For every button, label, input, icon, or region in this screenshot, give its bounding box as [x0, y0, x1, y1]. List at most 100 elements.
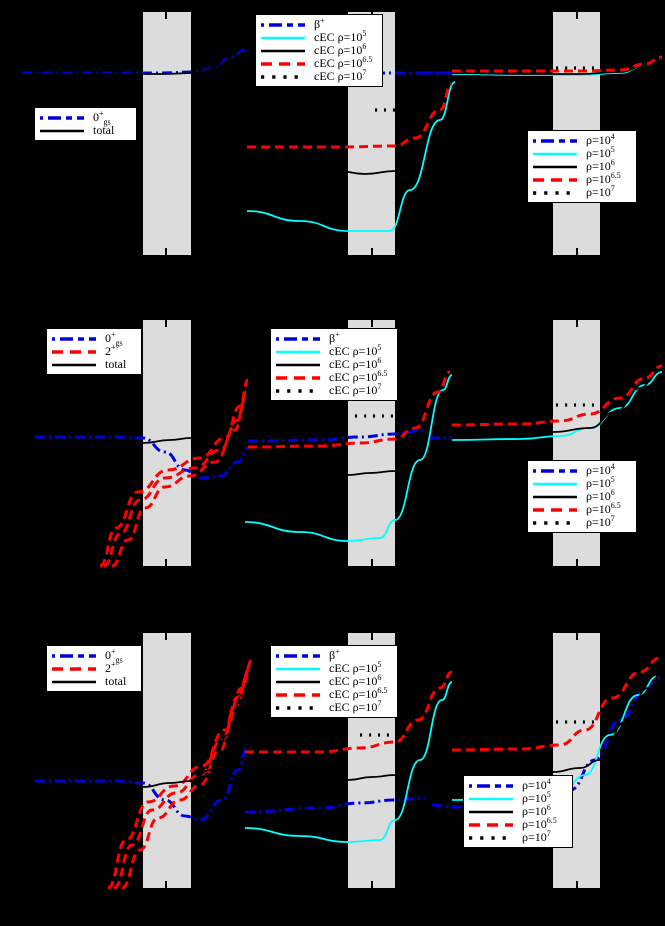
legend-sup: 4	[546, 777, 551, 786]
legend-item-cec-rho-1e6[interactable]: cEC ρ=106	[275, 673, 387, 688]
legend-key-rho-1e5	[532, 147, 584, 160]
legend-item-beta-plus[interactable]: β+	[260, 17, 372, 31]
legend-key-total	[51, 675, 103, 688]
legend-sup: 6.5	[377, 686, 388, 695]
tick-mark	[371, 633, 373, 640]
legend-item-rho-1e6[interactable]: ρ=106	[468, 804, 557, 818]
legend-label-cec-rho-1e5: cEC ρ=105	[329, 343, 382, 358]
legend-label-cec-rho-1e6: cEC ρ=106	[314, 42, 367, 57]
curves-row-3	[35, 656, 663, 890]
legend-item-rho-1e7[interactable]: ρ=107	[468, 829, 557, 844]
legend-sup: 6.5	[377, 369, 388, 378]
legend-key-rho-1e4	[532, 464, 584, 477]
legend-key-cec-rho-1e6	[275, 358, 327, 371]
legend-item-total[interactable]: total	[51, 675, 126, 688]
legend-item-cec-rho-1e5[interactable]: cEC ρ=105	[260, 29, 372, 44]
legend-item-cec-rho-1e7[interactable]: cEC ρ=107	[275, 382, 387, 397]
legend-sup: 6	[362, 42, 367, 51]
legend-sup: 7	[362, 68, 367, 77]
legend-item-rho-1e7[interactable]: ρ=107	[532, 185, 621, 199]
legend-label-total: total	[105, 674, 127, 688]
legend-item-total[interactable]: total	[51, 358, 126, 371]
legend-item-cec-rho-1e5[interactable]: cEC ρ=105	[275, 343, 387, 358]
legend-label-cec-rho-1e6.5: cEC ρ=106.5	[314, 55, 373, 70]
legend-sup: +	[111, 343, 116, 352]
legend-item-cec-rho-1e6.5[interactable]: cEC ρ=106.5	[275, 369, 388, 384]
legend-sup: 6	[610, 488, 615, 497]
legend-sup: 6.5	[610, 501, 621, 510]
legend-item-2plus[interactable]: 2+	[51, 660, 126, 675]
curve-row3-left-0gs	[35, 743, 249, 822]
legend-item-0gs[interactable]: 0+gs	[51, 648, 126, 664]
legend-item-cec-rho-1e7[interactable]: cEC ρ=107	[275, 700, 387, 714]
curve-row2-middle-cec-rho-1e5	[244, 374, 453, 542]
legend-item-rho-1e4[interactable]: ρ=104	[532, 132, 621, 147]
tick-mark	[165, 559, 167, 566]
shaded-band-row1-left	[143, 12, 191, 255]
curve-row1-middle-cec-rho-1e6.5	[246, 82, 453, 149]
legend-sup: +	[335, 330, 340, 339]
legend-item-cec-rho-1e6[interactable]: cEC ρ=106	[260, 42, 372, 57]
legend-key-rho-1e5	[532, 477, 584, 490]
legend-label-cec-rho-1e6.5: cEC ρ=106.5	[329, 369, 388, 384]
legend-item-rho-1e6.5[interactable]: ρ=106.5	[468, 816, 557, 831]
legend-label-rho-1e6.5: ρ=106.5	[586, 171, 621, 186]
legend-item-beta-plus[interactable]: β+	[275, 648, 387, 662]
curve-row2-left-total	[142, 384, 245, 444]
curve-row1-middle-cec-rho-1e5	[246, 81, 456, 232]
legend-key-beta-plus	[275, 649, 327, 662]
legend-sup: +	[111, 660, 116, 669]
tick-mark	[576, 633, 578, 640]
legend-label-total: total	[105, 357, 127, 371]
legend-item-0gs[interactable]: 0+gs	[39, 109, 114, 126]
legend-item-cec-rho-1e6[interactable]: cEC ρ=106	[275, 356, 387, 371]
legend-key-cec-rho-1e6	[260, 44, 312, 57]
legend-item-rho-1e6.5[interactable]: ρ=106.5	[532, 501, 621, 516]
legend-item-2plus[interactable]: 2+	[51, 343, 126, 358]
legend-label-cec-rho-1e7: cEC ρ=107	[329, 382, 382, 397]
legend-sup: 7	[610, 514, 615, 523]
legend-item-rho-1e7[interactable]: ρ=107	[532, 514, 621, 529]
legend-item-cec-rho-1e6.5[interactable]: cEC ρ=106.5	[275, 686, 388, 701]
curve-row2-right-rho-1e6	[552, 371, 659, 433]
curve-row1-right-rho-1e6.5	[452, 55, 663, 73]
legend-sup: 6	[377, 356, 382, 365]
tick-mark	[165, 248, 167, 255]
legend-sup: 6.5	[610, 171, 621, 180]
legend-label-rho-1e6: ρ=106	[586, 488, 615, 503]
legend-sup: 4	[610, 462, 615, 471]
legend-item-rho-1e4[interactable]: ρ=104	[468, 777, 557, 792]
legend-item-cec-rho-1e6.5[interactable]: cEC ρ=106.5	[260, 55, 373, 70]
legend-sup: 6	[377, 673, 382, 682]
legend-item-cec-rho-1e7[interactable]: cEC ρ=107	[260, 68, 372, 83]
curve-row3-middle-cec-rho-1e6.5	[245, 670, 453, 754]
legend-item-rho-1e6[interactable]: ρ=106	[532, 158, 621, 173]
legend-item-rho-1e5[interactable]: ρ=105	[532, 475, 621, 490]
legend-item-total[interactable]: total	[39, 124, 114, 137]
legend-sup: 7	[546, 829, 551, 838]
legend-sup: 5	[610, 145, 615, 154]
legend-sup: 6.5	[546, 816, 557, 825]
legend-sup: 6	[610, 158, 615, 167]
curve-row2-left-2plus-c	[99, 378, 250, 568]
curve-row3-middle-beta-plus	[244, 796, 426, 814]
legend-key-cec-rho-1e5	[260, 31, 312, 44]
legend-key-rho-1e7	[532, 516, 584, 529]
legend-label-rho-1e5: ρ=105	[586, 145, 615, 160]
legend-key-beta-plus	[260, 18, 312, 31]
legend-key-rho-1e6.5	[468, 818, 520, 831]
legend-item-rho-1e6[interactable]: ρ=106	[532, 488, 621, 503]
legend-key-cec-rho-1e6.5	[260, 57, 312, 70]
legend-sup: +	[99, 109, 104, 118]
legend-item-rho-1e4[interactable]: ρ=104	[532, 462, 621, 477]
legend-item-0gs[interactable]: 0+gs	[51, 331, 126, 347]
legend-sup: 5	[610, 475, 615, 484]
legend-sup: 4	[610, 132, 615, 141]
legend-item-beta-plus[interactable]: β+	[275, 330, 387, 345]
legend-item-cec-rho-1e5[interactable]: cEC ρ=105	[275, 661, 387, 675]
legend-item-rho-1e5[interactable]: ρ=105	[468, 791, 557, 805]
legend-key-rho-1e7	[532, 186, 584, 199]
legend-item-rho-1e6.5[interactable]: ρ=106.5	[532, 171, 621, 186]
legend-item-rho-1e5[interactable]: ρ=105	[532, 145, 621, 160]
legend-sup: 5	[362, 29, 367, 38]
